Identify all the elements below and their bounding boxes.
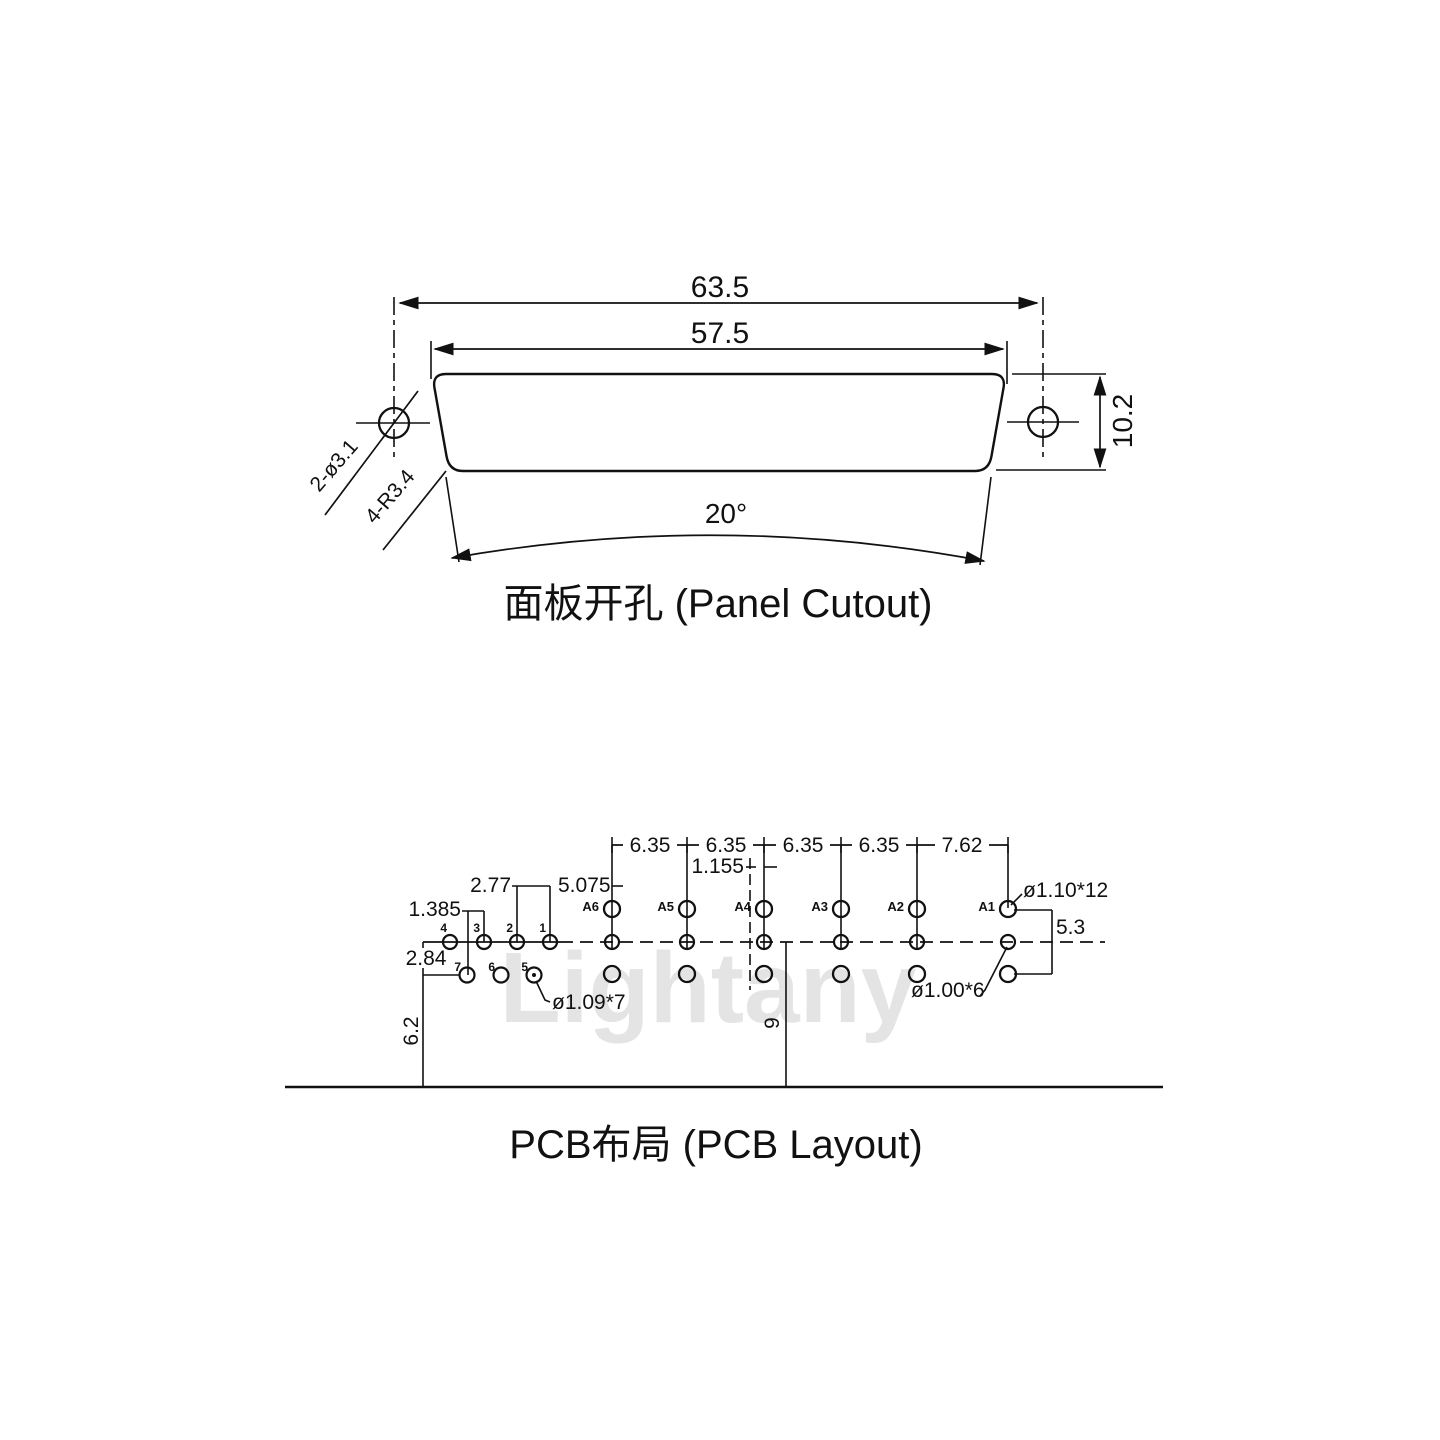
leader-mount-holes	[324, 390, 419, 516]
panel-cutout-drawing: 63.5 57.5 10.2 20° 2-ø3.1 4-R3.4 面板开孔 (P…	[306, 271, 1138, 626]
pin-1	[541, 933, 559, 951]
hole-a1-top	[998, 899, 1018, 919]
dim-63-5-value: 63.5	[691, 271, 749, 304]
dim-20deg-value: 20°	[705, 498, 747, 529]
signal-pins: 4 3 2 1 7 6 5	[440, 921, 559, 984]
hole-a5-mid	[678, 933, 696, 951]
label-hole-coax: ø1.10*12	[1023, 879, 1108, 902]
dim-a4-offset-value: 1.155	[691, 855, 744, 878]
label-hole-mid: ø1.00*6	[911, 979, 985, 1002]
pin-label-5: 5	[521, 960, 528, 974]
panel-cutout-title: 面板开孔 (Panel Cutout)	[503, 582, 932, 626]
dim-10-2-value: 10.2	[1107, 394, 1138, 449]
pcb-layout-title: PCB布局 (PCB Layout)	[509, 1123, 922, 1167]
pitch-dim-1: 6.35	[630, 834, 671, 857]
hole-a2-mid	[908, 933, 926, 951]
coax-label-a1: A1	[978, 899, 995, 914]
dim-57-5-value: 57.5	[691, 317, 749, 350]
coax-label-a4: A4	[734, 899, 751, 914]
pin-5-center-dot	[532, 973, 536, 977]
pin-7	[458, 966, 476, 984]
pitch-chain-labels: 6.35 6.35 6.35 6.35 7.62	[623, 834, 989, 857]
pin-3	[475, 933, 493, 951]
label-corner-radius: 4-R3.4	[361, 465, 420, 528]
leader-corner-radius	[382, 470, 447, 551]
leader-hole-signal	[535, 980, 551, 1003]
pitch-dim-5: 7.62	[942, 834, 983, 857]
hole-a1-mid	[999, 933, 1017, 951]
coax-label-a5: A5	[657, 899, 674, 914]
pin-label-4: 4	[440, 921, 447, 935]
hole-a2-bottom	[907, 964, 927, 984]
pin-4	[441, 933, 459, 951]
hole-a5-bottom	[677, 964, 697, 984]
dim-20deg-ext-left	[445, 476, 460, 563]
hole-a3-bottom	[831, 964, 851, 984]
watermark-text: Lightany	[500, 932, 917, 1044]
hole-a6-bottom	[602, 964, 622, 984]
pin-label-3: 3	[473, 921, 480, 935]
hole-a4-bottom	[754, 964, 774, 984]
hole-a2-top	[907, 899, 927, 919]
dim-signal-to-coax-value: 5.075	[558, 874, 611, 897]
pitch-chain-extension-lines	[611, 837, 1009, 949]
pcb-layout-drawing: Lightany 6.35 6.35 6.35 6.35	[285, 834, 1163, 1167]
coax-holes: A6 A5 A4 A3 A2 A1	[582, 899, 1018, 984]
leader-hole-mid	[979, 946, 1008, 997]
dim-row-gap-bg	[402, 948, 449, 968]
pin-label-1: 1	[539, 921, 546, 935]
hole-a1-bottom	[998, 964, 1018, 984]
pin-2	[508, 933, 526, 951]
coax-label-a6: A6	[582, 899, 599, 914]
label-hole-signal: ø1.09*7	[552, 991, 626, 1014]
panel-cutout-outline	[432, 372, 1006, 473]
hole-a3-top	[831, 899, 851, 919]
pitch-dim-3: 6.35	[783, 834, 824, 857]
coax-label-a3: A3	[811, 899, 828, 914]
dim-right-span-value: 5.3	[1056, 916, 1085, 939]
label-mount-holes: 2-ø3.1	[306, 435, 363, 496]
pin-label-6: 6	[488, 960, 495, 974]
dim-edge-left-value: 6.2	[400, 1016, 423, 1045]
dim-row-shift-value: 1.385	[408, 898, 461, 921]
hole-a5-top	[677, 899, 697, 919]
dim-edge-center-value: 9	[761, 1017, 784, 1029]
hole-a6-mid	[603, 933, 621, 951]
leader-hole-coax	[1010, 893, 1023, 906]
pin-label-7: 7	[454, 960, 461, 974]
dim-20deg-arc	[450, 534, 986, 564]
dim-row-gap-value: 2.84	[406, 947, 447, 970]
hole-a4-mid	[755, 933, 773, 951]
pin-label-2: 2	[506, 921, 513, 935]
hole-a3-mid	[832, 933, 850, 951]
hole-a4-top	[754, 899, 774, 919]
dim-signal-pitch-value: 2.77	[470, 874, 511, 897]
pitch-dim-2: 6.35	[706, 834, 747, 857]
pitch-dim-4: 6.35	[859, 834, 900, 857]
pin-5	[525, 966, 543, 984]
coax-label-a2: A2	[887, 899, 904, 914]
hole-a6-top	[602, 899, 622, 919]
dim-20deg-ext-right	[979, 476, 992, 566]
pin-6	[492, 966, 510, 984]
